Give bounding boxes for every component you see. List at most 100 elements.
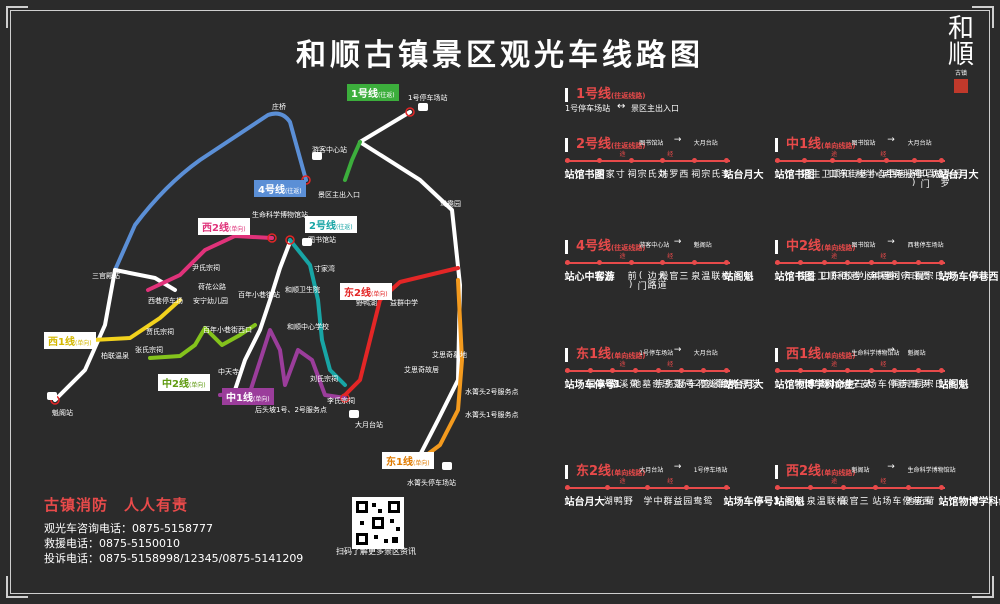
station-dot	[565, 260, 570, 265]
frame-corner-tl	[6, 6, 28, 28]
phone-rescue: 救援电话：0875-5150010	[44, 537, 180, 550]
logo-glyph: 和順	[947, 14, 974, 70]
station-dot	[939, 368, 944, 373]
via-label: 经	[880, 151, 887, 158]
station-name: 三官殿	[657, 271, 688, 280]
bus-icon	[302, 238, 312, 246]
route-from: 生命科学博物馆站	[851, 350, 900, 357]
tag-sub: (单向)	[252, 396, 270, 403]
line-name: 2号线	[576, 137, 612, 152]
route-from: 大月台站	[639, 467, 664, 474]
station-name: 游客中心站	[562, 271, 613, 281]
route-arrow: ↔	[617, 101, 626, 112]
station-name: 大月台站	[562, 496, 603, 506]
route-arrow: →	[673, 237, 682, 247]
station-dot	[660, 260, 666, 265]
qr-code[interactable]	[352, 497, 404, 549]
map-label: 艾思奇墓地	[432, 351, 467, 359]
tag-text: 中2线	[162, 379, 189, 390]
station-dot	[684, 485, 690, 490]
station-dot	[775, 260, 780, 265]
station-dot	[660, 158, 666, 163]
card-bar	[565, 464, 568, 479]
station-dot	[565, 158, 570, 163]
line-name: 西1线	[786, 347, 822, 362]
station-name: 和顺卫生院	[795, 271, 846, 280]
line-type: (往返线路)	[611, 244, 646, 252]
station-dot	[798, 260, 804, 265]
route-line	[565, 160, 730, 162]
station-name: 李氏宗祠	[689, 169, 730, 178]
station-name: 魁阁站	[772, 496, 803, 506]
map-label: 水箐头停车场站	[407, 479, 456, 487]
card-bar	[565, 137, 568, 152]
station-name: 大月台站	[721, 379, 762, 389]
map-tag-xi1: 西1线(单向)	[44, 332, 96, 349]
station-name: 大月台站	[936, 169, 977, 179]
route-to: 魁阁站	[907, 350, 926, 357]
line2-path	[288, 238, 347, 387]
line1-path	[343, 140, 362, 182]
map-label: 李氏宗祠	[327, 397, 355, 405]
tag-text: 中1线	[226, 393, 253, 404]
route-arrow: →	[673, 462, 682, 472]
station-dot	[845, 368, 851, 373]
station-name: 图书馆站	[772, 169, 813, 179]
route-arrow: →	[887, 237, 895, 247]
station-dot	[628, 260, 634, 265]
station-dot	[915, 260, 921, 265]
route-arrow: →	[673, 135, 682, 145]
station-name: 西罗坊	[657, 169, 688, 178]
route-from: 1号停车场站	[565, 104, 611, 113]
bus-icon	[418, 103, 428, 111]
line-type: (单向线路)	[821, 244, 856, 252]
station-name: 百年小巷街东口	[826, 169, 897, 178]
card-bar	[775, 347, 778, 362]
card-l2: 2号线(往返线路)图书馆站→大月台站途经图书馆站寸家湾刘氏宗祠西罗坊李氏宗祠大月…	[562, 133, 762, 179]
map-label: 大月台站	[355, 421, 383, 429]
station-name: 1号停车场站	[721, 496, 782, 507]
map-label: 西巷停车场	[148, 297, 183, 305]
line-type: (往返线路)	[611, 142, 646, 150]
bus-icon	[47, 392, 57, 400]
station-dot	[802, 158, 808, 163]
station-dot	[724, 368, 729, 373]
station-dot	[873, 485, 879, 490]
page-title: 和顺古镇景区观光车线路图	[296, 38, 704, 73]
station-dot	[701, 368, 707, 373]
line4-path	[113, 111, 308, 272]
station-dot	[596, 260, 602, 265]
map-label: 1号停车场站	[408, 94, 448, 102]
map-label: 和顺中心学校	[287, 323, 329, 331]
card-bar	[775, 464, 778, 479]
card-z2: 中2线(单向线路)图书馆站→西巷停车场站途经图书馆站和顺卫生院百年小巷街东口百年…	[772, 235, 997, 281]
route-from: 图书馆站	[851, 140, 876, 147]
tag-sub: (单向)	[370, 291, 388, 298]
station-name: 1号停车场站	[562, 379, 623, 390]
station-dot	[692, 158, 698, 163]
map-tag-zhong2: 中2线(单向)	[158, 374, 210, 391]
line-name: 西2线	[786, 464, 822, 479]
line-type: (单向线路)	[611, 352, 646, 360]
frame-corner-tr	[972, 6, 994, 28]
bus-icon	[349, 410, 359, 418]
station-name: 荷花池	[903, 496, 934, 505]
tag-text: 西2线	[202, 223, 229, 234]
card-bar	[775, 137, 778, 152]
card-line1: 1号线(往返线路) 1号停车场站 ↔ 景区主出入口	[565, 83, 765, 113]
station-name: 图书馆站	[562, 169, 603, 179]
map-label: 魁阁站	[52, 409, 73, 417]
line-name: 中2线	[786, 239, 822, 254]
via-label: 经	[667, 478, 674, 485]
logo-caption: 古镇	[954, 70, 967, 77]
station-dot	[939, 158, 944, 163]
via-label: 经	[880, 478, 887, 485]
route-line	[565, 370, 730, 372]
via-label: 经	[667, 253, 674, 260]
station-dot	[775, 158, 780, 163]
station-dot	[628, 158, 634, 163]
map-label: 后头坡1号、2号服务点	[255, 406, 327, 414]
line-type: (单向线路)	[821, 469, 856, 477]
station-p1	[405, 107, 415, 117]
